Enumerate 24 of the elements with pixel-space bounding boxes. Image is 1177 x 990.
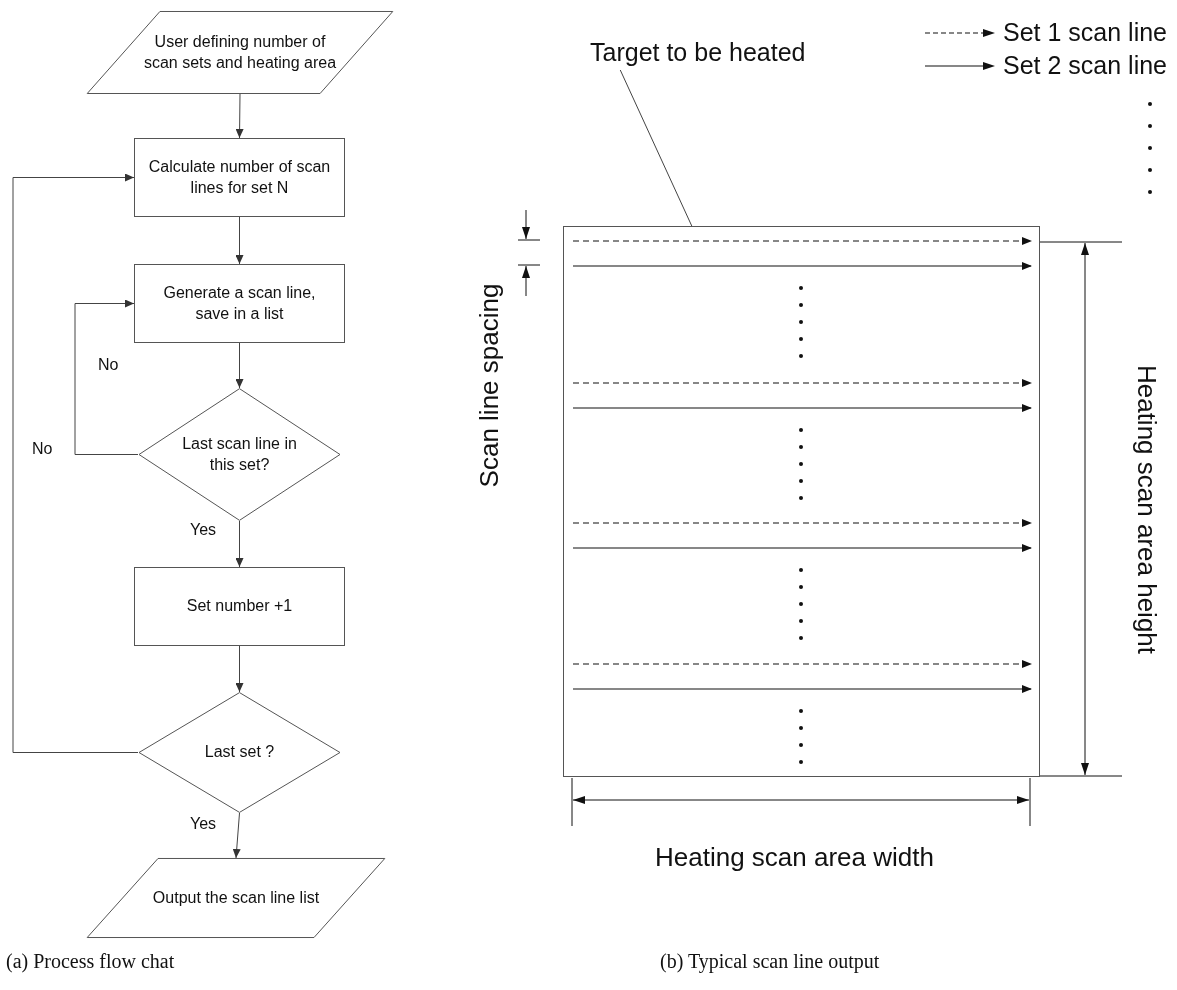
- arrow: [232, 812, 241, 859]
- process-box: Set number +1: [134, 567, 345, 646]
- figure-caption: (b) Typical scan line output: [660, 950, 880, 973]
- arrow: [12, 173, 139, 753]
- decision-diamond: Last set ?: [138, 692, 341, 813]
- figure-caption: (a) Process flow chat: [6, 950, 175, 973]
- data-parallelogram: Output the scan line list: [86, 858, 386, 938]
- arrow: [235, 520, 244, 568]
- dimension-label: Heating scan area width: [655, 842, 934, 873]
- dimension-label: Heating scan area height: [1131, 364, 1163, 655]
- process-box: Calculate number of scan lines for set N: [134, 138, 345, 217]
- dimension-label: Scan line spacing: [474, 283, 506, 488]
- arrow: [235, 645, 244, 693]
- process-box: Generate a scan line, save in a list: [134, 264, 345, 343]
- data-parallelogram: User defining number of scan sets and heating area: [86, 11, 394, 94]
- arrow: [235, 342, 244, 389]
- arrow: [235, 93, 244, 139]
- arrow: [235, 216, 244, 265]
- decision-diamond: Last scan line in this set?: [138, 388, 341, 521]
- legend-text: Set 1 scan line: [1003, 18, 1167, 47]
- arrow: [74, 299, 139, 455]
- leader-line: [619, 69, 693, 227]
- callout-text: Target to be heated: [590, 34, 865, 70]
- legend-text: Set 2 scan line: [1003, 51, 1167, 80]
